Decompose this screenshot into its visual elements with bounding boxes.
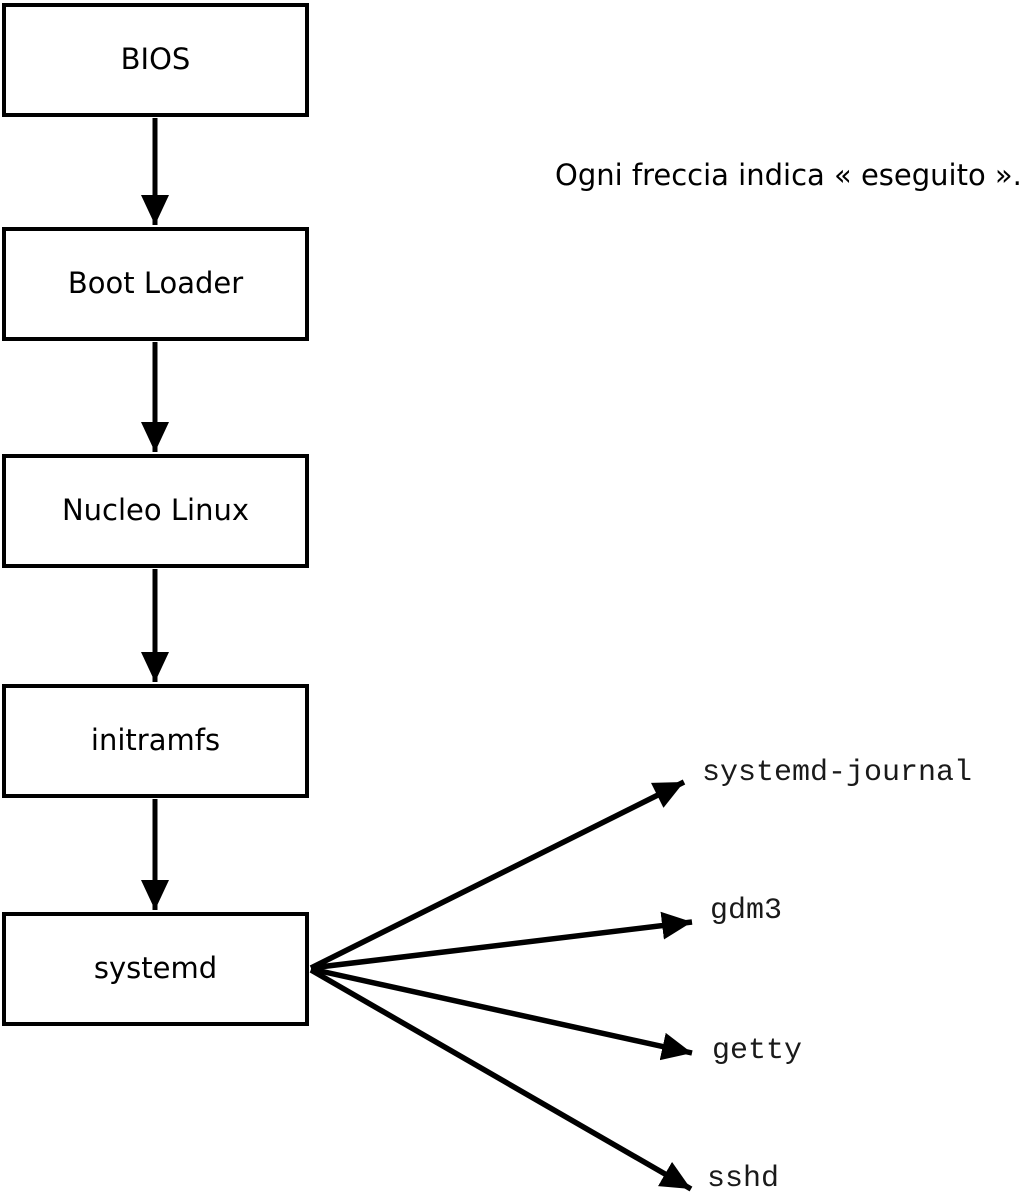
- flow-node-label: BIOS: [120, 42, 191, 77]
- flow-node-nucleo-linux: Nucleo Linux: [2, 454, 309, 568]
- flow-node-label: Boot Loader: [67, 266, 244, 301]
- flow-node-boot-loader: Boot Loader: [2, 227, 309, 341]
- service-label-systemd-journal: systemd-journal: [702, 756, 973, 790]
- flow-node-systemd: systemd: [2, 912, 309, 1026]
- flow-node-bios: BIOS: [2, 3, 309, 117]
- arrow-systemd-to-gdm3: [310, 911, 693, 971]
- flow-node-initramfs: initramfs: [2, 684, 309, 798]
- diagram-caption: Ogni freccia indica « eseguito ».: [555, 158, 1022, 192]
- arrow-systemd-to-getty: [310, 966, 693, 1061]
- flow-node-label: initramfs: [90, 723, 221, 758]
- arrow-systemd-to-systemd-journal: [309, 779, 686, 971]
- flow-node-label: Nucleo Linux: [61, 493, 249, 528]
- flow-node-label: systemd: [93, 951, 218, 986]
- service-label-gdm3: gdm3: [710, 894, 783, 928]
- arrow-systemd-to-sshd: [309, 967, 693, 1192]
- service-label-getty: getty: [712, 1034, 803, 1068]
- service-label-sshd: sshd: [707, 1162, 780, 1193]
